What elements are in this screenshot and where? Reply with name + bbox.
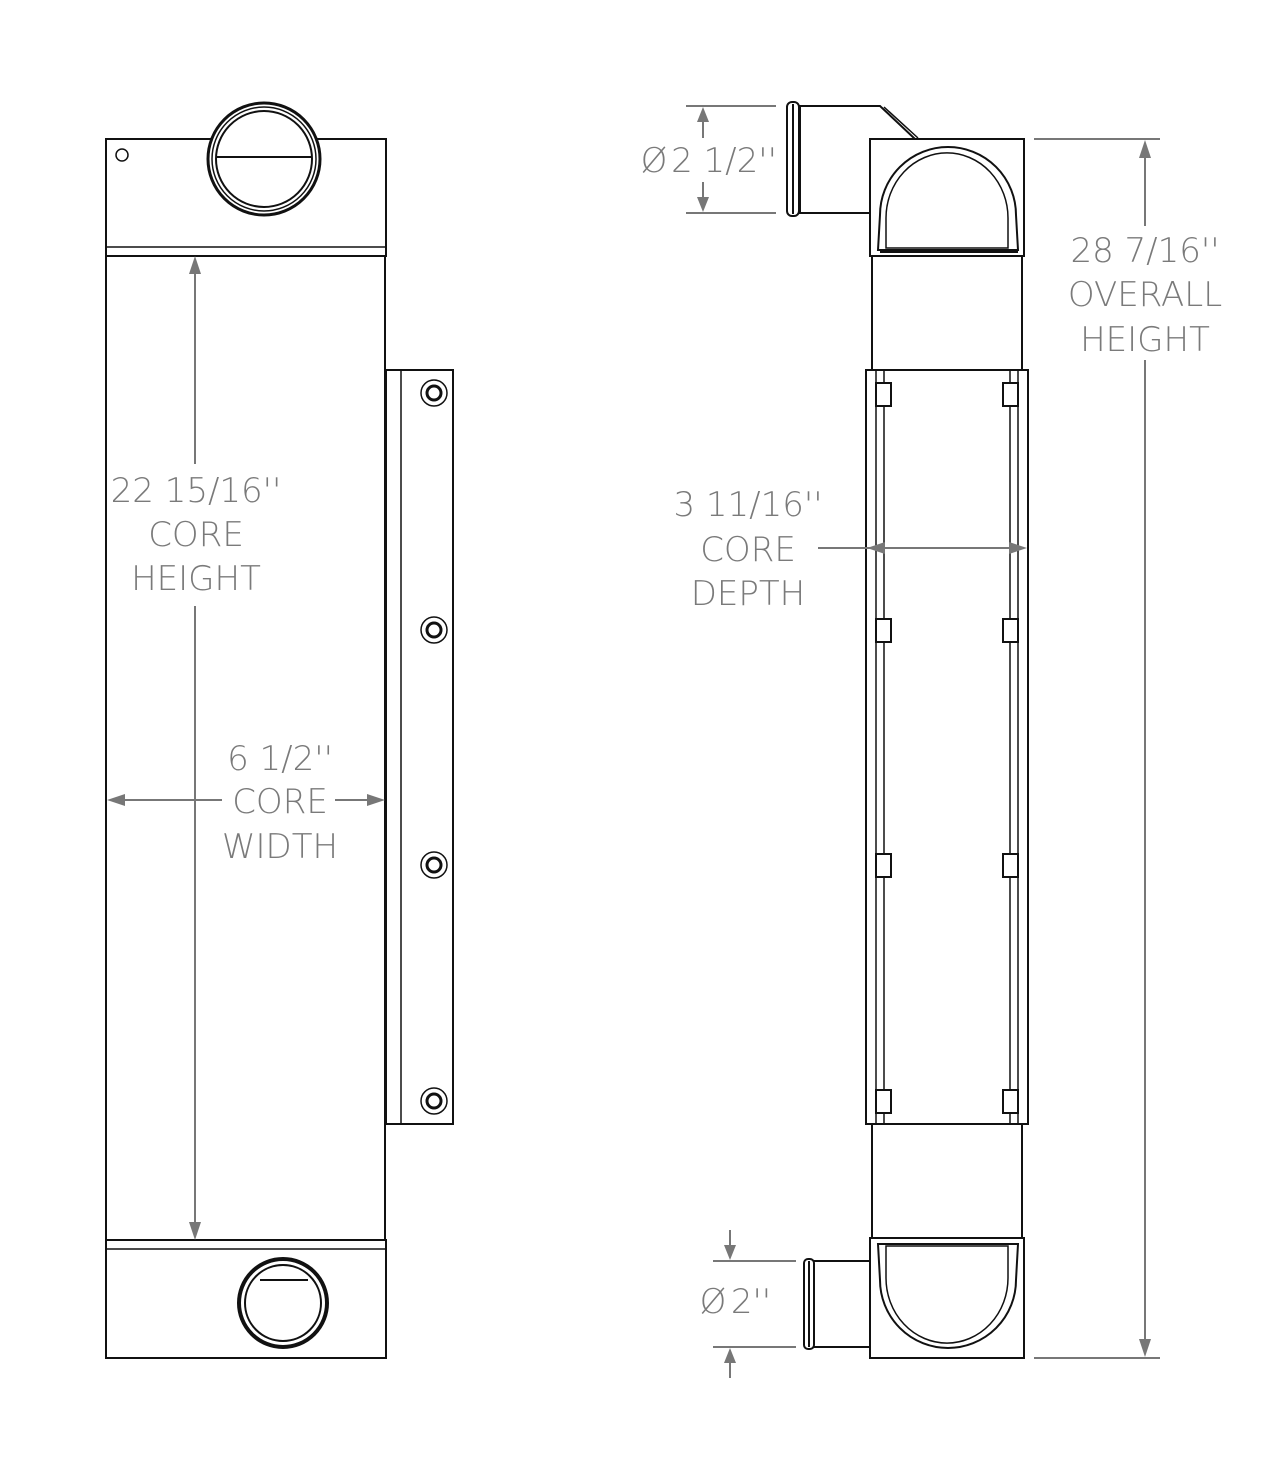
core-depth-dimension	[818, 542, 1027, 554]
outlet-diameter-value: 2''	[731, 1282, 771, 1322]
core-height-label-line1: CORE	[148, 515, 244, 555]
top-inlet-port	[206, 101, 322, 217]
outlet-diameter-dimension	[713, 1230, 796, 1378]
side-inlet-elbow	[786, 101, 919, 217]
bolt-hole-icon	[420, 1087, 448, 1115]
core-width-dimension	[107, 794, 385, 806]
front-view	[105, 101, 454, 1359]
overall-height-dimension	[1034, 138, 1160, 1359]
vent-hole-icon	[115, 148, 129, 162]
side-core-lower	[871, 1123, 1023, 1239]
bolt-hole-icon	[420, 851, 448, 879]
side-core-upper	[871, 255, 1023, 371]
bolt-hole-icon	[420, 379, 448, 407]
core-body	[105, 255, 386, 1241]
bracket-tab-icons	[875, 382, 1019, 1114]
overall-height-label-line2: HEIGHT	[1080, 320, 1210, 360]
bottom-outlet-port	[237, 1257, 329, 1349]
inlet-diameter-dimension	[686, 105, 776, 214]
mounting-bracket	[385, 369, 454, 1125]
core-depth-value: 3 11/16''	[673, 485, 822, 525]
core-height-dimension	[189, 256, 201, 1240]
overall-height-value: 28 7/16''	[1070, 231, 1219, 271]
core-depth-label-line1: CORE	[700, 530, 796, 570]
side-outlet-pipe	[803, 1258, 871, 1350]
dimension-labels: 22 15/16'' CORE HEIGHT 6 1/2'' CORE WIDT…	[111, 141, 1223, 1322]
core-width-label-line1: CORE	[232, 782, 328, 822]
overall-height-label-line1: OVERALL	[1068, 275, 1222, 315]
core-height-label-line2: HEIGHT	[131, 559, 261, 599]
core-height-value: 22 15/16''	[111, 471, 282, 511]
outlet-diameter-symbol: Ø	[700, 1282, 727, 1322]
core-width-label-line2: WIDTH	[222, 827, 338, 867]
core-width-value: 6 1/2''	[227, 739, 333, 779]
bolt-hole-icon	[420, 616, 448, 644]
inlet-diameter-value: 2 1/2''	[671, 141, 777, 181]
core-depth-label-line2: DEPTH	[691, 574, 806, 614]
side-view	[686, 101, 1160, 1378]
side-core-bracket-section	[865, 369, 1029, 1125]
inlet-diameter-symbol: Ø	[641, 141, 668, 181]
